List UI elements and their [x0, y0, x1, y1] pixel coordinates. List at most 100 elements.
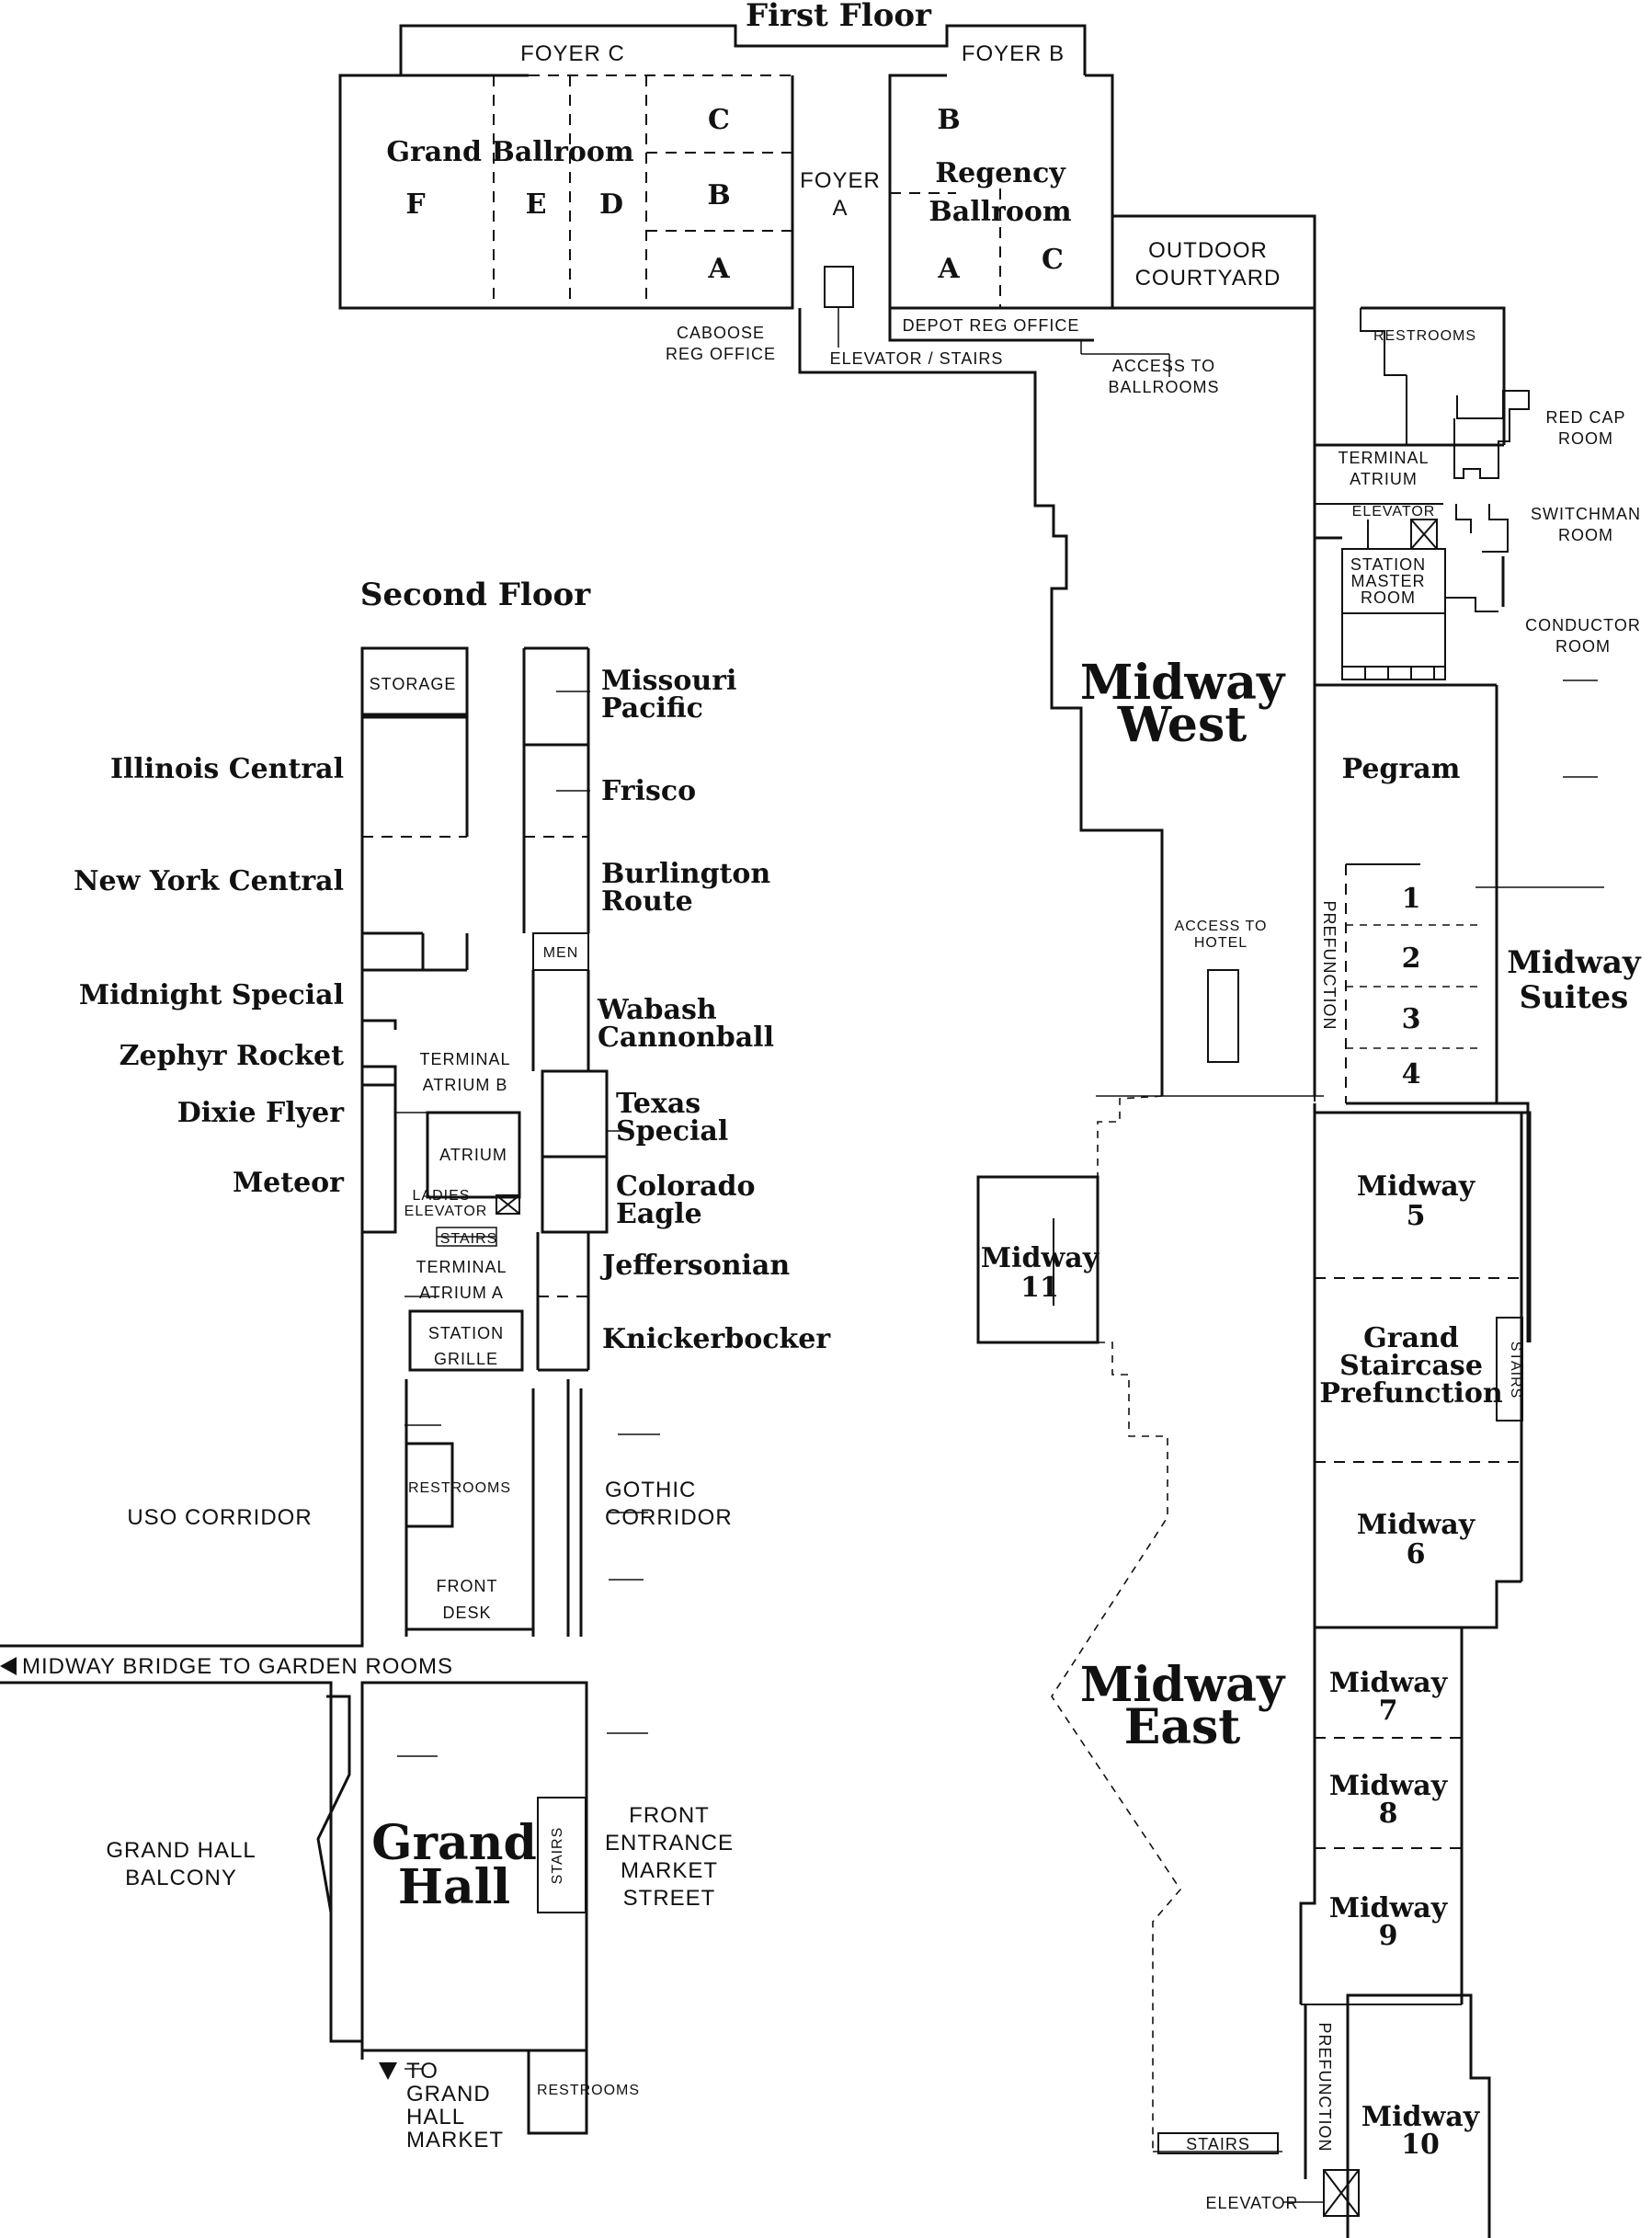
ballroom-e-label: E — [526, 188, 547, 221]
terminal-atrium-b-label-1: TERMINAL — [419, 1050, 510, 1068]
foyer-c-label: FOYER C — [520, 41, 625, 66]
midnight-special-label: Midnight Special — [79, 979, 344, 1011]
midway-7-label-1: Midway — [1329, 1667, 1449, 1699]
midway-6-label-1: Midway — [1357, 1509, 1476, 1541]
midway-7-label-2: 7 — [1379, 1695, 1398, 1727]
elevator-bottom-label: ELEVATOR — [1205, 2194, 1298, 2212]
front-entrance-label-1: FRONT — [629, 1803, 710, 1828]
switchman-room-label-2: ROOM — [1558, 526, 1613, 544]
texas-special-label-1: Texas — [616, 1088, 701, 1120]
station-grille-label-1: STATION — [428, 1324, 504, 1342]
foyer-a-label-1: FOYER — [800, 168, 881, 193]
midway-10-label-2: 10 — [1401, 2129, 1440, 2161]
ballroom-b-label: B — [707, 179, 730, 211]
prefunction-lower-label: PREFUNCTION — [1316, 2023, 1334, 2152]
regency-c-label: C — [1042, 244, 1064, 276]
suite-2-label: 2 — [1402, 942, 1421, 975]
access-to-hotel-label-1: ACCESS TO — [1175, 919, 1268, 934]
dixie-flyer-label: Dixie Flyer — [177, 1097, 345, 1129]
grand-ballroom-label: Grand Ballroom — [386, 136, 634, 168]
access-to-hotel-label-2: HOTEL — [1194, 935, 1248, 951]
station-master-room-label-2: MASTER — [1350, 572, 1425, 590]
midway-suites-label-1: Midway — [1507, 944, 1642, 981]
elevator-2f-label: ELEVATOR — [404, 1204, 488, 1219]
terminal-atrium-label-2: ATRIUM — [1350, 470, 1418, 488]
terminal-atrium-b-label-2: ATRIUM B — [423, 1076, 508, 1094]
midway-east-label-2: East — [1124, 1699, 1241, 1755]
midway-8-label-1: Midway — [1329, 1770, 1449, 1802]
missouri-pacific-label-1: Missouri — [601, 665, 736, 697]
regency-ballroom-label-2: Ballroom — [929, 196, 1071, 228]
jeffersonian-label: Jeffersonian — [599, 1250, 790, 1282]
new-york-central-label: New York Central — [74, 865, 344, 897]
atrium-label: ATRIUM — [439, 1146, 507, 1164]
colorado-eagle-label-2: Eagle — [616, 1198, 702, 1230]
first-floor-labels: First Floor FOYER C FOYER B Grand Ballro… — [386, 0, 1642, 2212]
first-floor-title: First Floor — [746, 0, 932, 34]
stairs-hall-label: STAIRS — [550, 1827, 565, 1885]
men-label: MEN — [543, 945, 579, 961]
left-arrow-icon — [0, 1657, 17, 1675]
knickerbocker-label: Knickerbocker — [602, 1323, 831, 1355]
midway-suites-label-2: Suites — [1520, 979, 1629, 1016]
meteor-label: Meteor — [233, 1167, 345, 1199]
midway-west-label-2: West — [1117, 697, 1248, 753]
access-to-ballrooms-label-1: ACCESS TO — [1112, 357, 1215, 375]
stairs-bottom-label: STAIRS — [1186, 2135, 1250, 2153]
red-cap-room-label-2: ROOM — [1558, 429, 1613, 448]
grand-staircase-label-1: Grand — [1363, 1322, 1459, 1354]
station-master-room-label-1: STATION — [1350, 555, 1426, 574]
illinois-central-label: Illinois Central — [110, 753, 344, 785]
restrooms-label: RESTROOMS — [1373, 328, 1476, 344]
frisco-label: Frisco — [601, 775, 696, 807]
gothic-corridor-label-2: CORRIDOR — [605, 1505, 733, 1530]
burlington-route-label-1: Burlington — [601, 858, 770, 890]
grand-hall-balcony-label-2: BALCONY — [125, 1866, 237, 1890]
second-floor-title: Second Floor — [360, 577, 591, 613]
second-floor-labels: Second Floor STORAGE Missouri Pacific Il… — [0, 577, 831, 2152]
midway-6-label-2: 6 — [1407, 1538, 1426, 1570]
outdoor-courtyard-label-1: OUTDOOR — [1148, 238, 1268, 263]
front-desk-label-1: FRONT — [437, 1577, 498, 1595]
missouri-pacific-label-2: Pacific — [601, 692, 703, 725]
ballroom-d-label: D — [599, 188, 623, 221]
uso-corridor-label: USO CORRIDOR — [127, 1505, 312, 1530]
red-cap-room-label-1: RED CAP — [1545, 408, 1625, 427]
gothic-corridor-label-1: GOTHIC — [605, 1478, 696, 1502]
first-floor-walls — [338, 24, 1604, 2238]
to-grand-hall-market-label-4: MARKET — [406, 2128, 504, 2152]
restrooms-bottom-label: RESTROOMS — [537, 2083, 640, 2098]
outdoor-courtyard-label-2: COURTYARD — [1135, 266, 1282, 291]
terminal-atrium-label-1: TERMINAL — [1338, 449, 1429, 467]
midway-east-label-1: Midway — [1080, 1657, 1286, 1713]
midway-11-label-2: 11 — [1020, 1272, 1059, 1304]
front-entrance-label-4: STREET — [623, 1886, 716, 1911]
foyer-b-label: FOYER B — [962, 41, 1065, 66]
midway-5-label-2: 5 — [1407, 1200, 1426, 1232]
terminal-atrium-a-label-2: ATRIUM A — [419, 1284, 504, 1302]
to-grand-hall-market-label-1: TO — [406, 2059, 439, 2084]
midway-5-label-1: Midway — [1357, 1170, 1476, 1203]
wabash-cannonball-label-1: Wabash — [597, 994, 717, 1026]
midway-10-label-1: Midway — [1361, 2101, 1481, 2133]
down-arrow-icon — [379, 2062, 397, 2080]
second-floor-walls — [0, 646, 660, 2135]
midway-9-label-2: 9 — [1379, 1920, 1398, 1952]
conductor-room-label-1: CONDUCTOR — [1525, 616, 1641, 634]
front-entrance-label-2: ENTRANCE — [605, 1831, 734, 1855]
front-desk-label-2: DESK — [442, 1604, 491, 1622]
ballroom-c-label: C — [708, 104, 730, 136]
suite-1-label: 1 — [1402, 883, 1421, 915]
storage-label: STORAGE — [370, 675, 457, 693]
front-entrance-label-3: MARKET — [621, 1858, 718, 1883]
grand-staircase-label-3: Prefunction — [1319, 1377, 1503, 1410]
midway-11-label-1: Midway — [981, 1242, 1100, 1274]
ballroom-f-label: F — [405, 188, 425, 221]
foyer-a-label-2: A — [832, 196, 848, 221]
access-to-ballrooms-label-2: BALLROOMS — [1108, 378, 1219, 396]
wabash-cannonball-label-2: Cannonball — [598, 1022, 774, 1054]
grand-hall-balcony-label-1: GRAND HALL — [106, 1838, 256, 1863]
caboose-reg-office-label-2: REG OFFICE — [666, 345, 776, 363]
regency-a-label: A — [937, 253, 960, 285]
